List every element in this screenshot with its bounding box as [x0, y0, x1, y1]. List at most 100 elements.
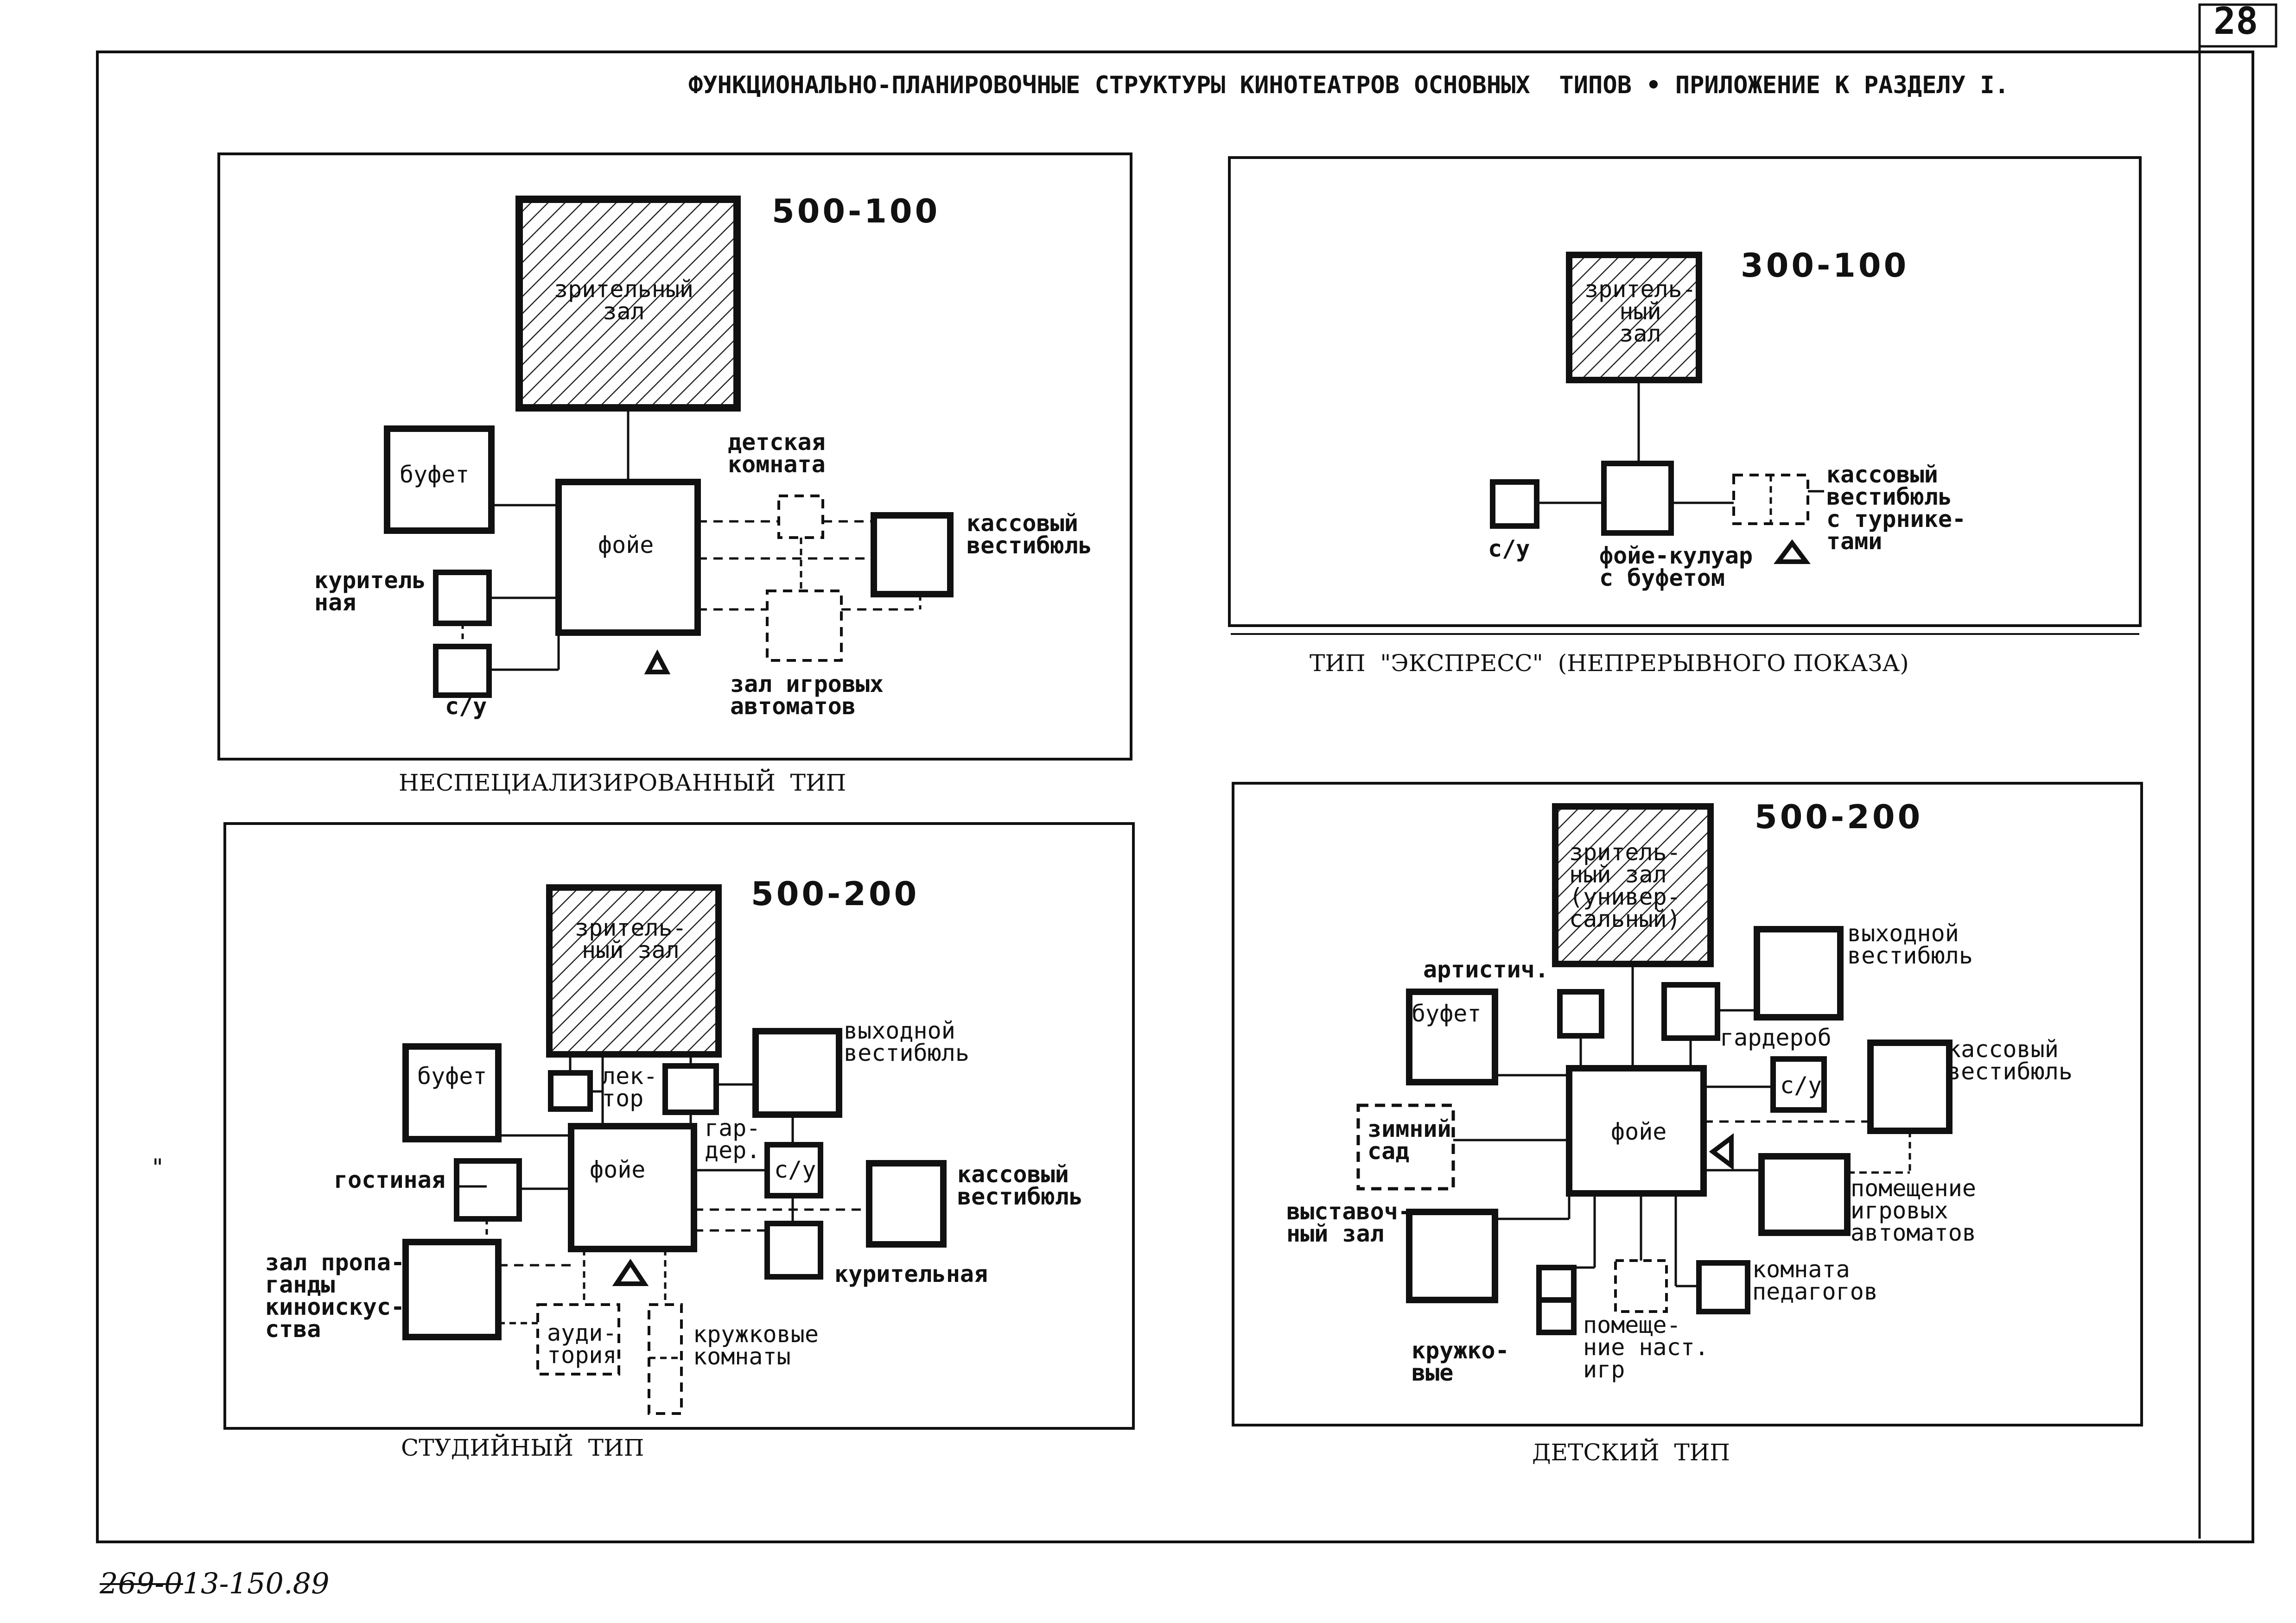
hall-label: зритель- ный зал: [1584, 276, 1696, 347]
wardrobe-box: [1661, 982, 1720, 1041]
page-number: 28: [2213, 0, 2258, 43]
entrance-triangle: [644, 649, 671, 674]
wc-label: с/у: [1780, 1072, 1822, 1099]
page-number-frame: [2198, 3, 2277, 48]
teachers-box: [1696, 1260, 1750, 1314]
entrance-triangle: [612, 1258, 649, 1286]
capacity-code: 500-100: [772, 192, 941, 230]
exit-lobby-box: [752, 1028, 842, 1118]
small-box-b: [662, 1063, 719, 1115]
artist-label: артистич.: [1423, 956, 1549, 983]
clubs-box-b: [1536, 1297, 1577, 1335]
foyer-label: фойе-кулуар с буфетом: [1599, 542, 1753, 591]
exhibition-label: выставоч- ный зал: [1286, 1198, 1412, 1247]
panel-frame: [223, 822, 1135, 1430]
clubs-label: кружко- вые: [1412, 1337, 1509, 1386]
panel-frame: [1232, 782, 2143, 1426]
foyer-box: [1601, 461, 1674, 536]
lounge-box: [454, 1158, 522, 1222]
ticket-lobby-label: кассовый вестибюль: [967, 510, 1092, 559]
arcade-box: [1758, 1153, 1851, 1236]
wc-label: с/у: [774, 1156, 816, 1183]
exit-lobby-box: [1754, 926, 1844, 1021]
auditorium-label: ауди- тория: [547, 1319, 617, 1369]
winter-garden-label: зимний сад: [1367, 1116, 1451, 1165]
panel-express: [1228, 156, 2142, 635]
foyer-label: фойе: [590, 1156, 646, 1183]
exit-lobby-label: выходной вестибюль: [1847, 920, 1973, 969]
smoking-label: курительная: [834, 1261, 988, 1287]
arcade-label: зал игровых автоматов: [730, 671, 884, 720]
lecture-label: лек- тор: [602, 1063, 658, 1112]
buffet-box: [1406, 989, 1498, 1085]
smoking-box: [433, 570, 492, 626]
foyer-label: фойе: [1611, 1118, 1667, 1145]
auditorium-box: [536, 1303, 620, 1376]
artist-box: [1557, 989, 1604, 1039]
hall-box: [1566, 252, 1702, 383]
panel-studio: [223, 822, 1135, 1430]
smoking-box: [764, 1221, 823, 1280]
wc-box: [1490, 479, 1539, 529]
document-code: 269-013-150.89: [100, 1566, 330, 1600]
sheet-frame: [96, 51, 2254, 1543]
panel-caption: СТУДИЙНЫЙ ТИП: [401, 1434, 644, 1461]
propaganda-box: [402, 1239, 502, 1340]
panel-frame: [217, 152, 1132, 761]
buffet-label: буфет: [417, 1063, 487, 1090]
ticket-lobby-box: [871, 512, 954, 597]
buffet-label: буфет: [1412, 1000, 1482, 1027]
entrance-triangle: [1709, 1133, 1734, 1170]
sheet-title: ФУНКЦИОНАЛЬНО-ПЛАНИРОВОЧНЫЕ СТРУКТУРЫ КИ…: [688, 71, 2009, 99]
exhibition-box: [1406, 1209, 1498, 1303]
buffet-box: [402, 1043, 502, 1142]
panel-caption: ДЕТСКИЙ ТИП: [1532, 1439, 1730, 1466]
ticket-lobby-box: [1867, 1040, 1953, 1134]
wardrobe-label: гар- дер.: [705, 1115, 761, 1164]
hall-box: [546, 884, 722, 1058]
panel-frame: [1228, 156, 2142, 627]
foyer-box: [1566, 1065, 1707, 1197]
foyer-label: фойе: [598, 532, 654, 558]
arcade-box: [766, 590, 843, 662]
capacity-code: 500-200: [751, 875, 920, 913]
wc-box: [433, 644, 492, 698]
hall-label: зритель- ный зал: [575, 914, 687, 964]
small-box-a: [548, 1070, 593, 1112]
hall-label: зритель- ный зал (универ- сальный): [1569, 839, 1681, 932]
capacity-code: 300-100: [1741, 247, 1909, 285]
ticket-lobby-label: кассовый вестибюль: [1947, 1036, 2073, 1085]
buffet-label: буфет: [400, 461, 470, 488]
hall-label: зрительный зал: [554, 276, 694, 325]
propaganda-label: зал пропа- ганды киноискус- ства: [265, 1249, 405, 1343]
ticket-lobby-box: [866, 1160, 947, 1248]
winter-garden-box: [1356, 1103, 1455, 1191]
panel-caption: НЕСПЕЦИАЛИЗИРОВАННЫЙ ТИП: [399, 769, 846, 796]
teachers-label: комната педагогов: [1752, 1256, 1878, 1305]
foyer-box: [568, 1123, 697, 1252]
wc-label: с/у: [1488, 535, 1530, 562]
arcade-label: помещение игровых автоматов: [1851, 1175, 1976, 1246]
clubs-label: кружковые комнаты: [693, 1321, 819, 1370]
board-games-box: [1614, 1259, 1668, 1313]
capacity-code: 500-200: [1755, 798, 1923, 836]
kids-room-label: детская комната: [728, 429, 826, 478]
clubs-box-a: [1536, 1265, 1577, 1303]
stray-mark: ": [151, 1154, 165, 1181]
lounge-label: гостиная: [334, 1167, 445, 1193]
entrance-triangle: [1774, 539, 1811, 564]
panel-children: [1232, 782, 2143, 1426]
buffet-box: [384, 425, 495, 534]
wc-label: с/у: [445, 693, 487, 720]
board-games-label: помеще- ние наст. игр: [1583, 1312, 1709, 1383]
exit-lobby-label: выходной вестибюль: [844, 1017, 969, 1066]
wc-box: [1770, 1056, 1827, 1113]
smoking-label: куритель ная: [314, 567, 426, 616]
panel-nonspecialized: [217, 152, 1132, 761]
panel-caption: ТИП "ЭКСПРЕСС" (НЕПРЕРЫВНОГО ПОКАЗА): [1310, 650, 1909, 677]
kids-room-box: [777, 495, 824, 539]
hall-box: [515, 196, 741, 412]
ticket-lobby-label: кассовый вестибюль: [957, 1161, 1083, 1210]
ticket-lobby-label: кассовый вестибюль с турнике- тами: [1826, 461, 1966, 555]
